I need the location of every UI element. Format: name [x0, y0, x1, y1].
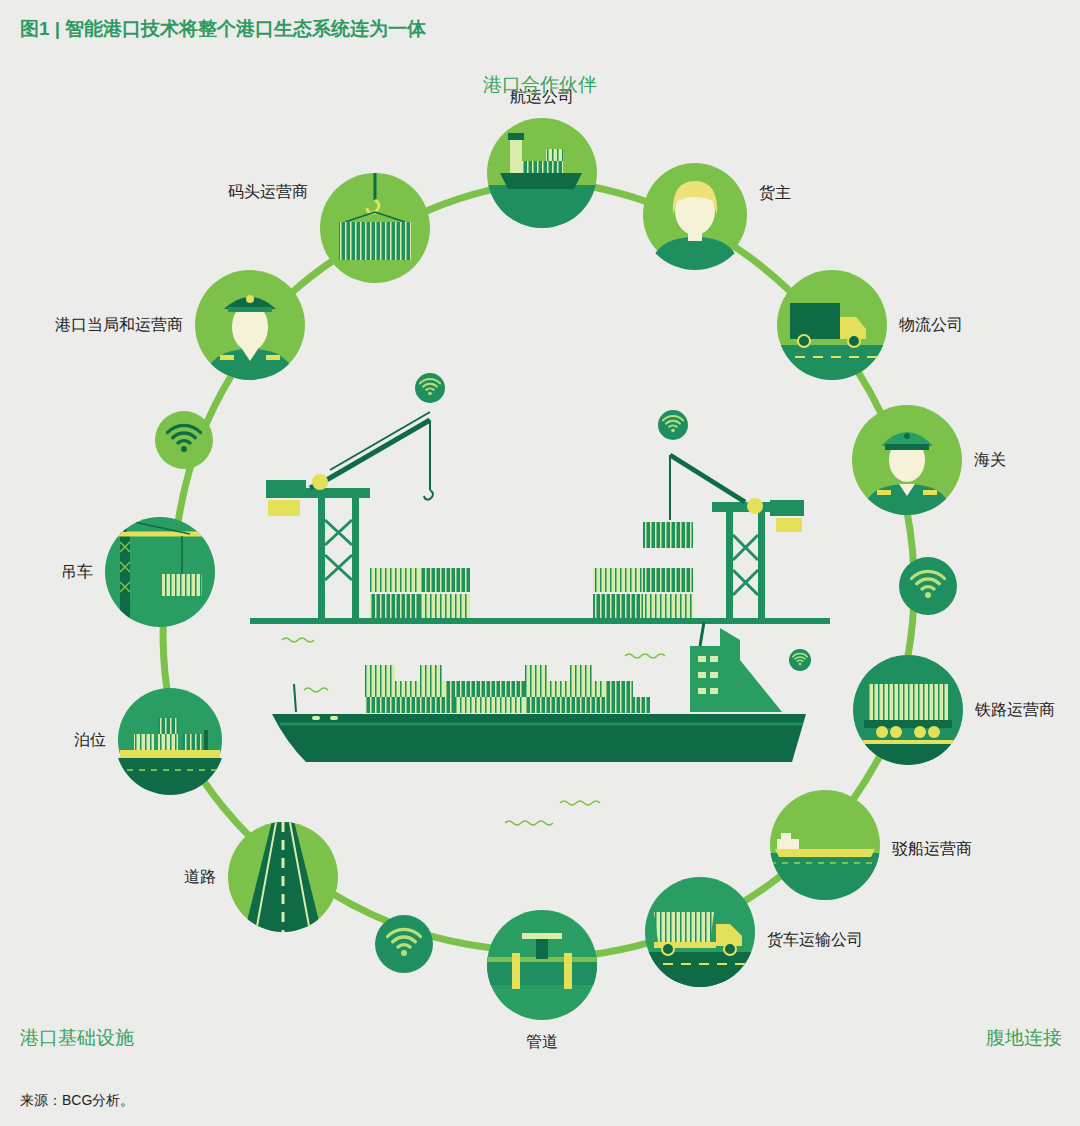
wifi-badge — [155, 411, 957, 973]
dump-truck-icon — [645, 912, 755, 992]
actor-circle: 道路 — [228, 822, 338, 932]
road-icon — [243, 817, 323, 937]
rail-icon — [853, 684, 963, 770]
quay-crane — [266, 412, 433, 618]
node-label: 吊车 — [61, 562, 93, 581]
actor-circle: 驳船运营商 — [770, 790, 880, 900]
node-label: 物流公司 — [899, 315, 963, 334]
ring-connector — [858, 371, 882, 413]
node-label: 驳船运营商 — [892, 839, 972, 858]
source-note: 来源：BCG分析。 — [20, 1092, 134, 1110]
actor-circle: 航运公司 — [487, 118, 597, 228]
crane-icon — [116, 520, 210, 632]
actor-circle: 港口当局和运营商 — [195, 270, 305, 380]
officer-icon — [205, 295, 295, 385]
actor-circle: 海关 — [852, 405, 962, 515]
ring-connector — [853, 755, 880, 800]
section-label: 腹地连接 — [986, 1025, 1062, 1051]
ring-connector — [593, 187, 647, 202]
node-label: 泊位 — [74, 730, 106, 749]
ring-connector — [292, 260, 333, 292]
actor-circle: 管道 — [487, 910, 597, 1020]
wifi-signal — [415, 373, 811, 671]
node-label: 道路 — [184, 867, 216, 886]
truck-icon — [777, 303, 887, 385]
ring-connector — [425, 190, 491, 212]
customs-icon — [862, 432, 952, 520]
node-label: 货主 — [759, 183, 791, 202]
actor-circle: 货车运输公司 — [645, 877, 755, 987]
section-label: 港口合作伙伴 — [483, 72, 597, 98]
ring-connector — [594, 943, 648, 954]
wave — [282, 638, 665, 825]
ring-connector — [744, 875, 782, 901]
section-label: 港口基础设施 — [20, 1025, 134, 1051]
container-hook-icon — [339, 168, 411, 260]
node-label: 管道 — [526, 1032, 558, 1051]
owner-icon — [650, 181, 740, 275]
quay-crane — [643, 455, 804, 618]
node-label: 码头运营商 — [228, 182, 308, 201]
actor-circle: 吊车 — [105, 517, 215, 627]
actor-circle: 码头运营商 — [320, 173, 430, 283]
node-label: 港口当局和运营商 — [55, 315, 183, 334]
ship-icon — [487, 133, 597, 235]
actor-circle: 货主 — [643, 163, 747, 267]
ring-connector — [734, 246, 791, 292]
ring-connector — [202, 779, 249, 837]
actor-circle: 物流公司 — [777, 270, 887, 380]
node-label: 铁路运营商 — [975, 700, 1055, 719]
node-label: 货车运输公司 — [767, 930, 863, 949]
barge-icon — [770, 833, 880, 903]
pipe-icon — [487, 933, 597, 989]
actor-circle: 铁路运营商 — [853, 655, 963, 765]
actor-circle: 泊位 — [118, 688, 222, 792]
figure-title: 图1 | 智能港口技术将整个港口生态系统连为一体 — [20, 16, 426, 42]
node-label: 海关 — [974, 450, 1006, 469]
container-ship — [272, 622, 806, 762]
ring-connector — [163, 625, 167, 690]
berth-icon — [115, 718, 225, 798]
